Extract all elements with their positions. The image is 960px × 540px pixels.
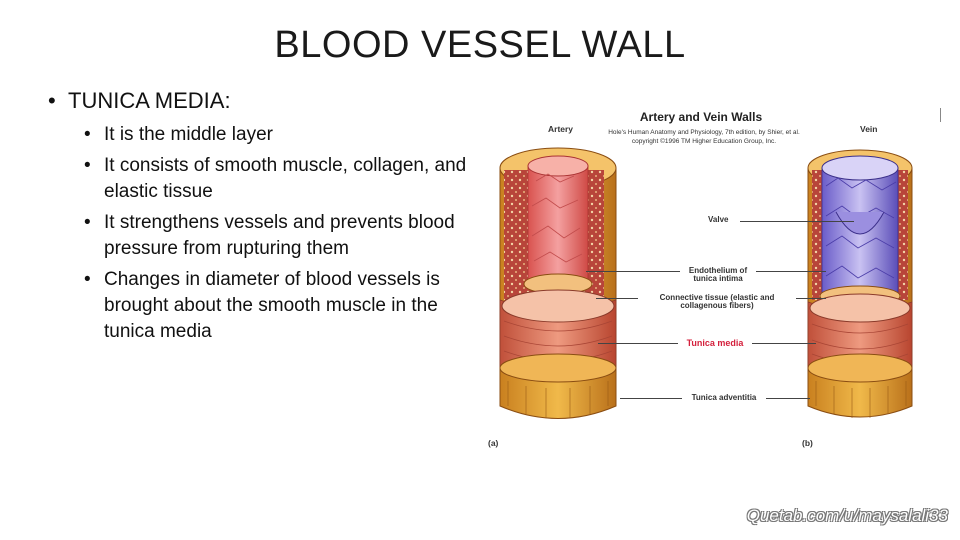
bullet-dot: •: [84, 155, 91, 176]
edge-mark: [940, 108, 941, 122]
vein-label: Vein: [860, 124, 878, 134]
artery-vein-figure: Artery and Vein Walls Hole's Human Anato…: [486, 106, 946, 456]
valve-callout: Valve: [708, 215, 729, 224]
bullet-dot: •: [84, 212, 91, 233]
sub-bullet-text: It is the middle layer: [104, 124, 273, 145]
artery-drawing: [499, 147, 617, 419]
bullet-dot: •: [84, 269, 91, 290]
sub-bullet: • It consists of smooth muscle, collagen,…: [84, 153, 478, 205]
bullet-list: • TUNICA MEDIA: • It is the middle layer …: [48, 88, 478, 350]
watermark: Quetab.com/u/maysalali33: [746, 506, 948, 525]
endothelium-callout: Endothelium of tunica intima: [688, 266, 748, 283]
sub-bullet-text: Changes in diameter of blood vessels is …: [104, 269, 440, 342]
bullet-tunica-media: • TUNICA MEDIA:: [48, 88, 478, 114]
tunica-media-callout: Tunica media: [686, 338, 744, 348]
media-leader-left: [598, 343, 678, 344]
media-leader-right: [752, 343, 816, 344]
panel-a-label: (a): [488, 438, 499, 448]
panel-b-label: (b): [802, 438, 813, 448]
sub-bullet-text: It consists of smooth muscle, collagen, …: [104, 155, 467, 202]
figure-title: Artery and Vein Walls: [639, 110, 763, 124]
adventitia-leader-left: [620, 398, 682, 399]
vessel-illustration: [499, 147, 913, 419]
endothelium-leader-right: [756, 271, 826, 272]
sub-bullet-list: • It is the middle layer • It consists of …: [48, 122, 478, 345]
slide-title: BLOOD VESSEL WALL: [274, 24, 686, 66]
bullet-heading: TUNICA MEDIA:: [68, 88, 231, 113]
adventitia-leader-right: [766, 398, 810, 399]
endothelium-leader-left: [586, 271, 680, 272]
connective-tissue-callout: Connective tissue (elastic and collageno…: [659, 293, 775, 310]
artery-label: Artery: [548, 124, 574, 134]
valve-leader: [740, 221, 854, 222]
sub-bullet: • Changes in diameter of blood vessels is…: [84, 267, 478, 345]
vein-drawing: [807, 149, 913, 418]
figure-credit: Hole's Human Anatomy and Physiology, 7th…: [608, 129, 800, 145]
sub-bullet: • It strengthens vessels and prevents blo…: [84, 210, 478, 262]
connective-leader-left: [596, 298, 638, 299]
sub-bullet: • It is the middle layer: [84, 122, 478, 148]
connective-leader-right: [796, 298, 826, 299]
bullet-dot: •: [84, 124, 91, 145]
sub-bullet-text: It strengthens vessels and prevents bloo…: [104, 212, 455, 259]
tunica-adventitia-callout: Tunica adventitia: [691, 393, 757, 402]
bullet-dot: •: [48, 88, 56, 113]
